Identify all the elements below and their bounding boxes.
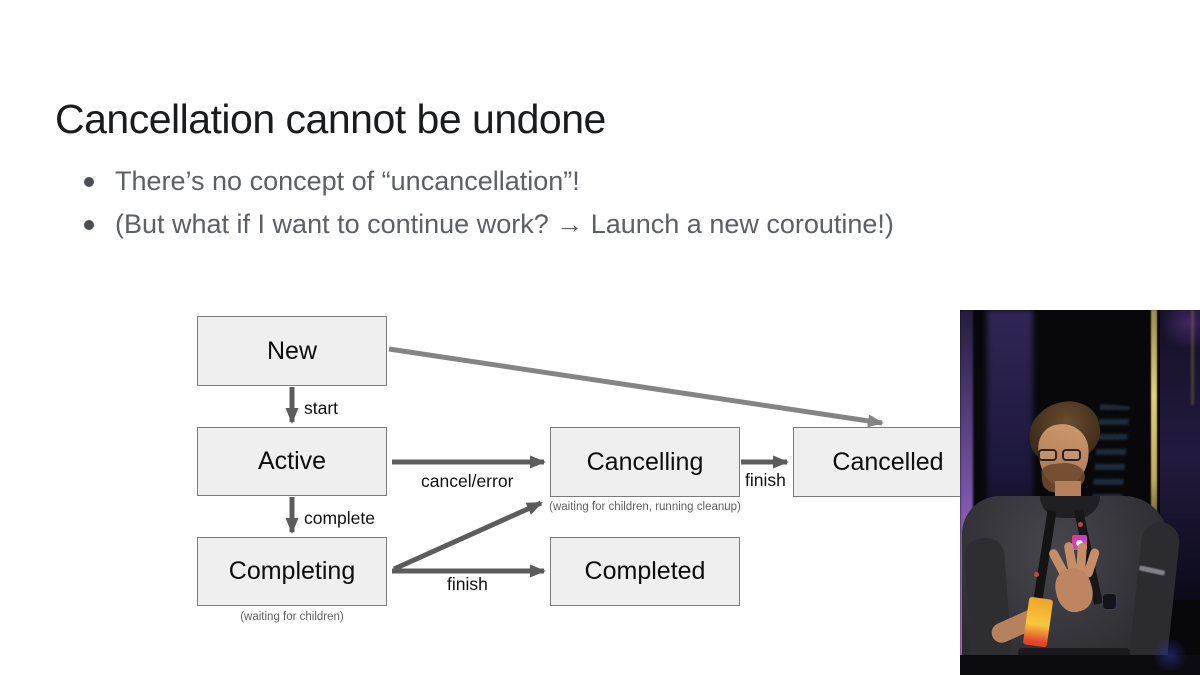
speaker-belt (1018, 648, 1130, 657)
speaker-watch (1102, 593, 1117, 610)
speaker-glasses (1036, 449, 1086, 463)
transition-label-start: start (304, 398, 339, 418)
stage-glow-top-right (1160, 310, 1200, 350)
state-box-cancelling: Cancelling (550, 427, 740, 497)
stage-light-yellow-strip (1151, 310, 1157, 522)
state-box-new: New (197, 316, 387, 386)
speaker-photo (960, 310, 1200, 675)
glasses-lens-left (1038, 449, 1057, 461)
transition-label-finish-cancelled: finish (745, 470, 786, 490)
state-caption-cancelling: (waiting for children, running cleanup) (549, 501, 741, 513)
lanyard-dot (1034, 572, 1039, 577)
bullet-text: There’s no concept of “uncancellation”! (115, 166, 580, 196)
bullet-item: There’s no concept of “uncancellation”! (84, 160, 894, 203)
transition-label-complete: complete (304, 508, 376, 528)
state-box-completing: Completing (197, 537, 387, 606)
bullet-text: (But what if I want to continue work? → … (115, 209, 894, 239)
transition-label-cancel-error: cancel/error (421, 471, 514, 491)
stage-glow-bottom-right (1150, 640, 1190, 670)
speaker-pants (960, 655, 1200, 675)
bullet-item: (But what if I want to continue work? → … (84, 203, 894, 246)
arrow-completing-to-cancelling (392, 500, 543, 572)
slide-title: Cancellation cannot be undone (55, 96, 606, 143)
state-box-active: Active (197, 427, 387, 496)
arrow-new-to-cancelled (388, 346, 884, 428)
state-caption-completing: (waiting for children) (240, 611, 344, 623)
bullet-dot (84, 176, 94, 187)
stage-light-yellow-strip-2 (1191, 310, 1194, 405)
state-box-completed: Completed (550, 537, 740, 606)
transition-label-finish-completed: finish (447, 574, 488, 594)
state-label: Completing (228, 557, 356, 585)
glasses-lens-right (1062, 449, 1081, 461)
state-label: Active (257, 447, 327, 475)
state-label: Cancelling (586, 447, 704, 476)
bullet-list: There’s no concept of “uncancellation”! … (84, 160, 894, 246)
bullet-dot (84, 219, 94, 230)
lanyard-dot (1078, 522, 1083, 527)
state-label: New (266, 336, 317, 365)
state-label: Cancelled (832, 447, 944, 476)
state-box-cancelled: Cancelled (793, 427, 983, 497)
state-label: Completed (584, 557, 706, 585)
